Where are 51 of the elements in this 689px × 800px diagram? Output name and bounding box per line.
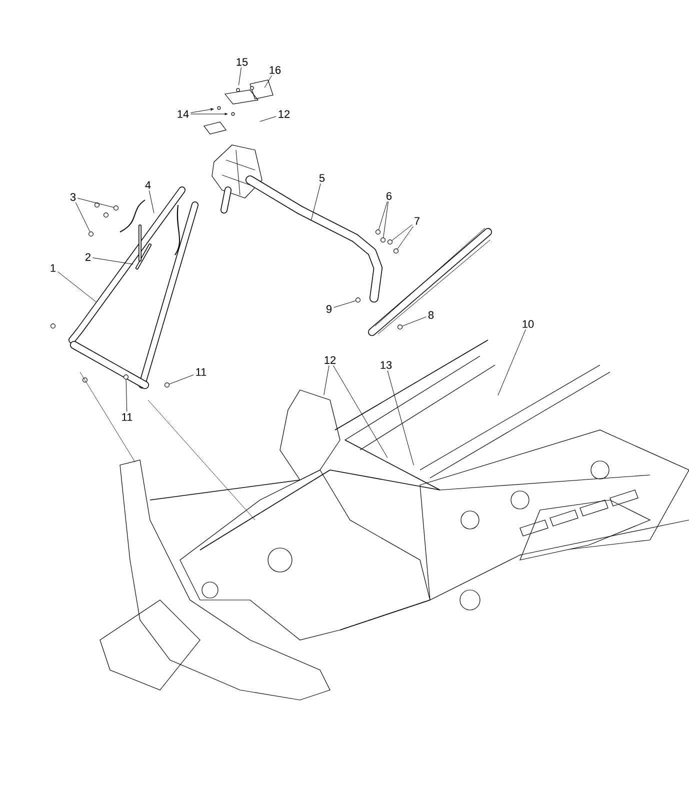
leader-line xyxy=(498,329,526,396)
callout-number: 11 xyxy=(196,368,206,376)
callout-number: 15 xyxy=(236,58,248,66)
leader-line xyxy=(238,67,242,86)
leader-line xyxy=(264,75,272,88)
leader-line xyxy=(260,116,276,122)
bolt-part xyxy=(124,374,128,380)
leader-line xyxy=(324,365,330,396)
leader-line xyxy=(392,224,412,241)
leader-line xyxy=(92,258,134,264)
bolt-part xyxy=(380,238,386,242)
callout-number: 12 xyxy=(324,356,336,364)
bolt-part xyxy=(164,382,170,388)
leader-line xyxy=(78,198,114,208)
leader-line xyxy=(169,374,194,384)
bolt-part xyxy=(376,230,380,234)
bolt-part xyxy=(398,324,402,330)
leader-line xyxy=(190,112,228,116)
leader-line xyxy=(378,201,388,230)
bolt-part xyxy=(394,248,398,254)
callout-number: 12 xyxy=(278,110,290,118)
leader-line xyxy=(126,379,128,412)
leader-line xyxy=(58,271,96,302)
callout-number: 7 xyxy=(414,217,420,225)
callout-number: 2 xyxy=(86,253,90,261)
callout-number: 5 xyxy=(319,174,325,182)
callout-number: 10 xyxy=(522,320,534,328)
callout-number: 14 xyxy=(178,110,189,118)
leader-line xyxy=(402,316,426,326)
callout-number: 3 xyxy=(70,193,76,201)
leader-line xyxy=(148,190,154,214)
callout-number: 4 xyxy=(145,181,151,189)
bolt-part xyxy=(88,232,94,236)
leader-line xyxy=(75,202,90,232)
leader-line xyxy=(387,370,414,466)
callout-number: 8 xyxy=(428,311,434,319)
bolt-part xyxy=(388,240,392,244)
callout-number: 11 xyxy=(122,413,132,421)
callout-number: 9 xyxy=(326,305,332,313)
bolt-part xyxy=(114,206,118,210)
leader-line xyxy=(310,183,321,220)
leader-line xyxy=(190,108,214,113)
callout-number: 1 xyxy=(50,264,56,272)
bolt-part xyxy=(356,298,360,302)
callout-number: 16 xyxy=(270,66,281,74)
callout-number: 6 xyxy=(386,192,392,200)
leader-line xyxy=(333,365,388,458)
leader-line xyxy=(397,226,414,250)
callout-number: 13 xyxy=(380,361,392,369)
leader-line xyxy=(383,201,388,238)
leader-line xyxy=(334,300,356,308)
